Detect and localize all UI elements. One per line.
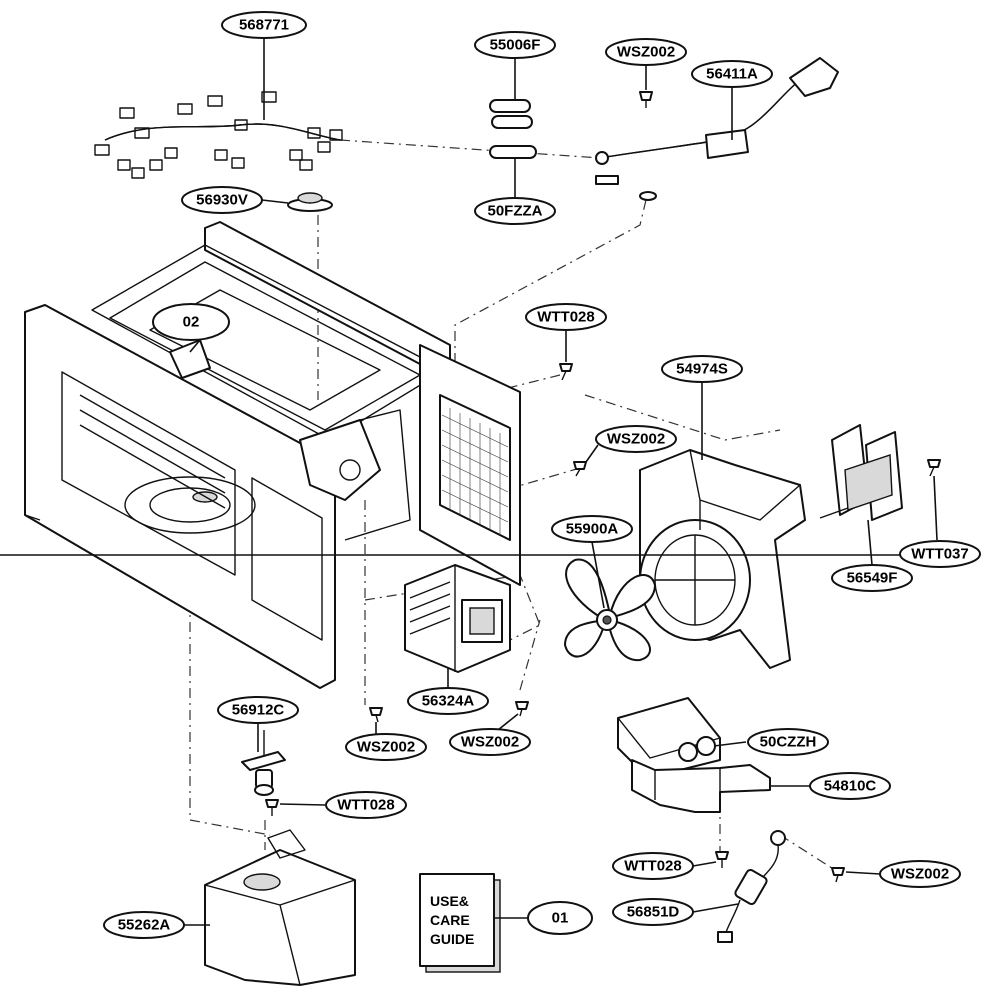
label-WTT028-ground: WTT028: [624, 858, 682, 875]
lamp-socket[interactable]: [241, 730, 286, 796]
ground-screw[interactable]: [715, 851, 729, 868]
thermal-cutout[interactable]: [287, 192, 333, 212]
wire-harness[interactable]: [94, 91, 343, 179]
label-02: 02: [183, 314, 200, 331]
lamp-cover[interactable]: [204, 829, 356, 986]
magnetron-screw-left[interactable]: [369, 707, 383, 723]
fan-blade[interactable]: [564, 558, 656, 662]
label-WSZ002-mid: WSZ002: [607, 431, 665, 448]
guide-line-2: CARE: [430, 912, 470, 928]
label-WSZ002-top: WSZ002: [617, 44, 675, 61]
callout-01[interactable]: 01: [527, 901, 593, 935]
label-01: 01: [552, 910, 569, 927]
label-56851D: 56851D: [627, 904, 680, 921]
callout-WSZ002-left[interactable]: WSZ002: [345, 733, 427, 761]
oven-cavity: [24, 221, 521, 689]
callout-WSZ002-right[interactable]: WSZ002: [449, 728, 531, 756]
callout-55006F[interactable]: 55006F: [474, 31, 556, 59]
callout-54974S[interactable]: 54974S: [661, 355, 743, 383]
leader-lines: [0, 38, 938, 926]
fuse-holder[interactable]: [489, 99, 533, 129]
label-56411A: 56411A: [706, 66, 758, 83]
callout-56549F[interactable]: 56549F: [831, 564, 913, 592]
label-55006F: 55006F: [490, 37, 541, 54]
guide-line-3: GUIDE: [430, 931, 474, 947]
label-568771: 568771: [239, 17, 289, 34]
callout-WSZ002-bottom[interactable]: WSZ002: [879, 860, 961, 888]
callout-56912C[interactable]: 56912C: [217, 696, 299, 724]
label-54810C: 54810C: [824, 778, 877, 795]
callout-56411A[interactable]: 56411A: [691, 60, 773, 88]
power-cord-screw[interactable]: [639, 91, 653, 108]
magnetron-screw-right[interactable]: [515, 701, 529, 717]
callout-WSZ002-mid[interactable]: WSZ002: [595, 425, 677, 453]
fan-bracket-screw[interactable]: [559, 363, 573, 381]
label-WTT028-lamp: WTT028: [337, 797, 395, 814]
power-cord[interactable]: [595, 57, 839, 201]
label-WSZ002-right: WSZ002: [461, 734, 519, 751]
label-50FZZA: 50FZZA: [487, 203, 542, 220]
label-WSZ002-bottom: WSZ002: [891, 866, 949, 883]
fan-duct[interactable]: [639, 449, 806, 669]
label-WTT037: WTT037: [911, 546, 969, 563]
callout-WTT028-top[interactable]: WTT028: [525, 303, 607, 331]
magnetron[interactable]: [404, 564, 511, 673]
label-50CZZH: 50CZZH: [760, 734, 817, 751]
callout-50FZZA[interactable]: 50FZZA: [474, 197, 556, 225]
callout-56930V[interactable]: 56930V: [181, 186, 263, 214]
callout-WTT037[interactable]: WTT037: [899, 540, 981, 568]
label-56324A: 56324A: [422, 693, 475, 710]
lamp-screw[interactable]: [265, 799, 279, 816]
label-56930V: 56930V: [196, 192, 248, 209]
callout-56851D[interactable]: 56851D: [612, 898, 694, 926]
callout-50CZZH[interactable]: 50CZZH: [747, 728, 829, 756]
label-WSZ002-left: WSZ002: [357, 739, 415, 756]
label-55262A: 55262A: [118, 917, 171, 934]
callout-55900A[interactable]: 55900A: [551, 515, 633, 543]
callout-56324A[interactable]: 56324A: [407, 687, 489, 715]
fan-motor-screw[interactable]: [927, 459, 941, 477]
capacitor[interactable]: [617, 697, 721, 771]
diode-screw[interactable]: [831, 867, 845, 883]
label-WTT028-top: WTT028: [537, 309, 595, 326]
hv-diode[interactable]: [717, 830, 786, 943]
callout-55262A[interactable]: 55262A: [103, 911, 185, 939]
callout-WTT028-lamp[interactable]: WTT028: [325, 791, 407, 819]
callout-568771[interactable]: 568771: [221, 11, 307, 39]
use-and-care-guide[interactable]: USE& CARE GUIDE: [419, 873, 501, 973]
label-56549F: 56549F: [847, 570, 898, 587]
callout-54810C[interactable]: 54810C: [809, 772, 891, 800]
label-54974S: 54974S: [676, 361, 728, 378]
guide-line-1: USE&: [430, 893, 469, 909]
callout-WTT028-ground[interactable]: WTT028: [612, 852, 694, 880]
callout-02[interactable]: 02: [152, 303, 230, 341]
label-55900A: 55900A: [566, 521, 619, 538]
fan-motor[interactable]: [819, 424, 903, 521]
capacitor-bracket[interactable]: [631, 759, 771, 813]
label-56912C: 56912C: [232, 702, 285, 719]
fuse[interactable]: [489, 145, 537, 159]
callout-WSZ002-top[interactable]: WSZ002: [605, 38, 687, 66]
duct-screw[interactable]: [573, 461, 587, 477]
